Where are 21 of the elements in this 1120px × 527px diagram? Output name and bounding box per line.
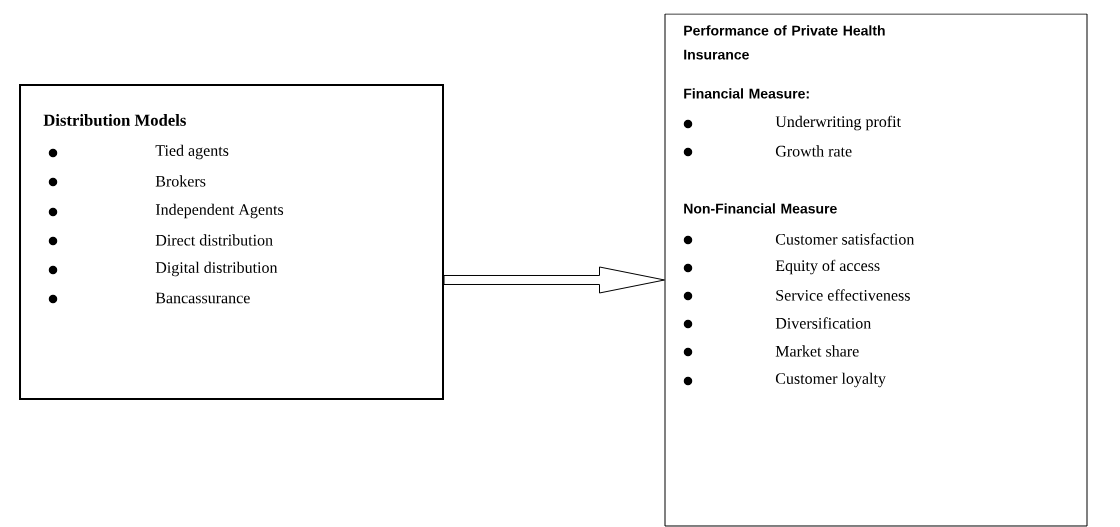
list-item: Brokers (155, 175, 206, 187)
list-item: Service effectiveness (776, 289, 910, 301)
list-item: Independent Agents (155, 203, 284, 219)
list-item: Customer loyalty (775, 372, 886, 388)
text-box (664, 13, 1088, 527)
list-item: Underwriting profit (775, 115, 901, 131)
list-item: Growth rate (775, 145, 852, 157)
list-item: Market share (775, 345, 859, 357)
list-item: Equity of access (775, 259, 880, 275)
list-item: Digital distribution (155, 261, 278, 277)
list-item: Direct distribution (155, 234, 273, 246)
list-item: Bancassurance (155, 292, 250, 304)
heading: Performance of Private Health Insurance (684, 25, 885, 60)
heading: Financial Measure: (684, 88, 809, 99)
list-item: Customer satisfaction (775, 233, 915, 245)
text-box (19, 84, 444, 400)
list-item: Diversification (775, 317, 871, 329)
heading: Distribution Models (43, 114, 186, 126)
arrow (443, 266, 665, 294)
heading: Non-Financial Measure (684, 203, 837, 214)
list-item: Tied agents (155, 144, 229, 160)
